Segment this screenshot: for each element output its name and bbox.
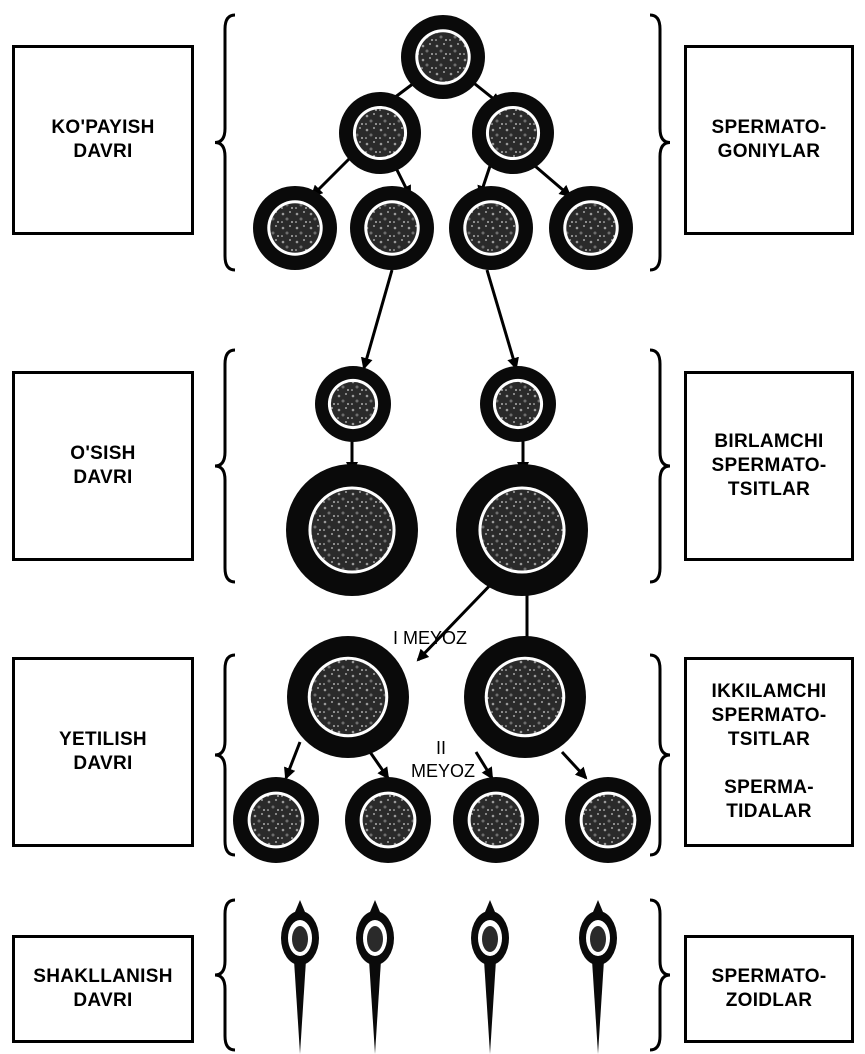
- spermatogonium-3c: [449, 186, 533, 270]
- spermatozoon-1-tip: [295, 900, 305, 912]
- spermatozoon-1: [281, 900, 319, 1054]
- stage-braces: [215, 15, 670, 1050]
- primary-large-right: [456, 464, 588, 596]
- secondary-left-nucleus: [311, 660, 386, 735]
- spermatozoon-4: [579, 900, 617, 1054]
- spermatogonium-3a: [253, 186, 337, 270]
- meiosis-1-label: I MEYOZ: [393, 628, 467, 648]
- primary-large-right-nucleus: [481, 489, 562, 570]
- spermatozoon-1-tail: [294, 960, 306, 1054]
- spermatozoon-4-nucleus: [590, 926, 606, 952]
- arrow-r-r: [535, 166, 570, 196]
- primary-small-right-nucleus: [496, 382, 540, 426]
- spermatid-4-nucleus: [583, 795, 634, 846]
- spermatozoon-4-tail: [592, 960, 604, 1054]
- spermatid-3: [453, 777, 539, 863]
- spermatozoon-4-tip: [593, 900, 603, 912]
- spermatogonium-3d-nucleus: [566, 203, 615, 252]
- left-brace-3: [215, 900, 235, 1050]
- spermatogonium-3a-nucleus: [270, 203, 319, 252]
- right-brace-0: [650, 15, 670, 270]
- arrow-m2-c: [476, 752, 492, 778]
- spermatogonium-3d: [549, 186, 633, 270]
- spermatozoa: [281, 900, 617, 1054]
- left-brace-2: [215, 655, 235, 855]
- primary-small-left: [315, 366, 391, 442]
- spermatozoon-2-tip: [370, 900, 380, 912]
- meiosis-2-label-line2: MEYOZ: [411, 761, 475, 781]
- right-brace-3: [650, 900, 670, 1050]
- left-brace-1: [215, 350, 235, 582]
- left-brace-0: [215, 15, 235, 270]
- spermatozoon-3: [471, 900, 509, 1054]
- spermatozoon-3-nucleus: [482, 926, 498, 952]
- spermatogonium-1: [401, 15, 485, 99]
- right-brace-1: [650, 350, 670, 582]
- arrow-l-l: [312, 158, 350, 196]
- spermatid-3-nucleus: [471, 795, 522, 846]
- primary-small-left-nucleus: [331, 382, 375, 426]
- primary-small-right: [480, 366, 556, 442]
- spermatid-1: [233, 777, 319, 863]
- meiosis-2-label-line1: II: [436, 738, 446, 758]
- spermatozoon-2-nucleus: [367, 926, 383, 952]
- spermatozoon-2-tail: [369, 960, 381, 1054]
- spermatozoon-1-nucleus: [292, 926, 308, 952]
- spermatozoon-3-tail: [484, 960, 496, 1054]
- secondary-left: [287, 636, 409, 758]
- spermatozoon-2: [356, 900, 394, 1054]
- arrow-m2-d: [562, 752, 586, 778]
- spermatid-4: [565, 777, 651, 863]
- spermatid-2-nucleus: [363, 795, 414, 846]
- arrow-growth-left: [364, 270, 392, 368]
- spermatogonium-1-nucleus: [418, 32, 467, 81]
- spermatogonium-3b-nucleus: [367, 203, 416, 252]
- spermatogonium-2b: [472, 92, 554, 174]
- secondary-right-nucleus: [488, 660, 563, 735]
- spermatid-1-nucleus: [251, 795, 302, 846]
- spermatozoon-3-tip: [485, 900, 495, 912]
- spermatogonium-2a-nucleus: [356, 109, 404, 157]
- primary-large-left: [286, 464, 418, 596]
- arrow-m2-b: [370, 752, 388, 778]
- spermatogonium-2b-nucleus: [489, 109, 537, 157]
- primary-large-left-nucleus: [311, 489, 392, 570]
- spermatid-2: [345, 777, 431, 863]
- arrow-growth-right: [487, 270, 516, 368]
- arrow-m2-a: [286, 742, 300, 778]
- secondary-right: [464, 636, 586, 758]
- germ-cells: [233, 15, 651, 863]
- spermatogonium-3b: [350, 186, 434, 270]
- spermatogonium-2a: [339, 92, 421, 174]
- right-brace-2: [650, 655, 670, 855]
- spermatogonium-3c-nucleus: [466, 203, 515, 252]
